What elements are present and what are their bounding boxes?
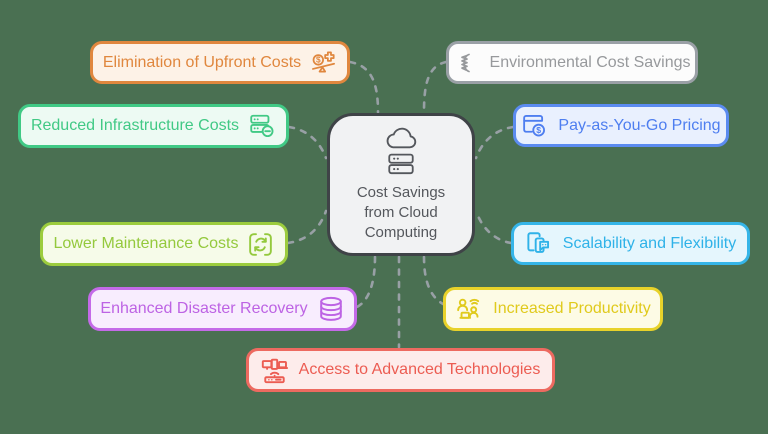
- node-label: Lower Maintenance Costs: [53, 235, 239, 252]
- connector-lower: [286, 209, 328, 245]
- node-label: Enhanced Disaster Recovery: [100, 300, 308, 317]
- cfl-bulb-icon: [454, 51, 478, 75]
- node-label: Increased Productivity: [493, 300, 651, 317]
- node-elimination-of-upfront-costs[interactable]: Elimination of Upfront Costs $: [90, 41, 350, 84]
- center-node-cost-savings[interactable]: Cost Savings from Cloud Computing: [327, 113, 475, 256]
- node-label: Scalability and Flexibility: [562, 234, 737, 252]
- center-title: Cost Savings from Cloud Computing: [356, 184, 446, 241]
- cloud-icon: [386, 128, 417, 149]
- people-wifi-icon: [455, 296, 482, 323]
- node-pay-as-you-go-pricing[interactable]: $ Pay-as-You-Go Pricing: [513, 104, 729, 147]
- connector-scalability: [474, 209, 513, 245]
- connector-elimination: [348, 60, 380, 114]
- node-enhanced-disaster-recovery[interactable]: Enhanced Disaster Recovery: [88, 287, 357, 331]
- node-label: Environmental Cost Savings: [489, 53, 691, 71]
- node-lower-maintenance-costs[interactable]: Lower Maintenance Costs: [40, 222, 288, 266]
- node-label: Access to Advanced Technologies: [298, 361, 541, 378]
- node-label: Reduced Infrastructure Costs: [30, 117, 240, 134]
- node-increased-productivity[interactable]: Increased Productivity: [443, 287, 663, 331]
- node-label: Elimination of Upfront Costs: [102, 53, 302, 71]
- svg-text:$: $: [316, 55, 321, 65]
- connector-environmental: [422, 60, 448, 114]
- connector-payg: [474, 125, 515, 160]
- node-scalability-and-flexibility[interactable]: Scalability and Flexibility: [511, 222, 750, 265]
- node-reduced-infrastructure-costs[interactable]: Reduced Infrastructure Costs: [18, 104, 289, 148]
- node-environmental-cost-savings[interactable]: Environmental Cost Savings: [446, 41, 698, 84]
- node-label: Pay-as-You-Go Pricing: [558, 116, 721, 134]
- scale-dollar-plus-icon: $: [310, 49, 337, 76]
- connector-productivity: [422, 255, 445, 306]
- database-icon: [317, 295, 345, 323]
- browser-dollar-icon: $: [521, 113, 547, 139]
- connector-disaster: [355, 255, 377, 309]
- server-icon: [388, 154, 414, 175]
- devices-network-icon: [261, 357, 288, 384]
- node-access-to-advanced-technologies[interactable]: Access to Advanced Technologies: [246, 348, 555, 392]
- connector-reduced: [287, 125, 328, 160]
- devices-chat-icon: [525, 230, 552, 257]
- refresh-wrench-icon: [247, 231, 274, 258]
- svg-text:$: $: [537, 125, 542, 135]
- center-icons: [384, 126, 418, 175]
- server-minus-icon: [248, 112, 276, 140]
